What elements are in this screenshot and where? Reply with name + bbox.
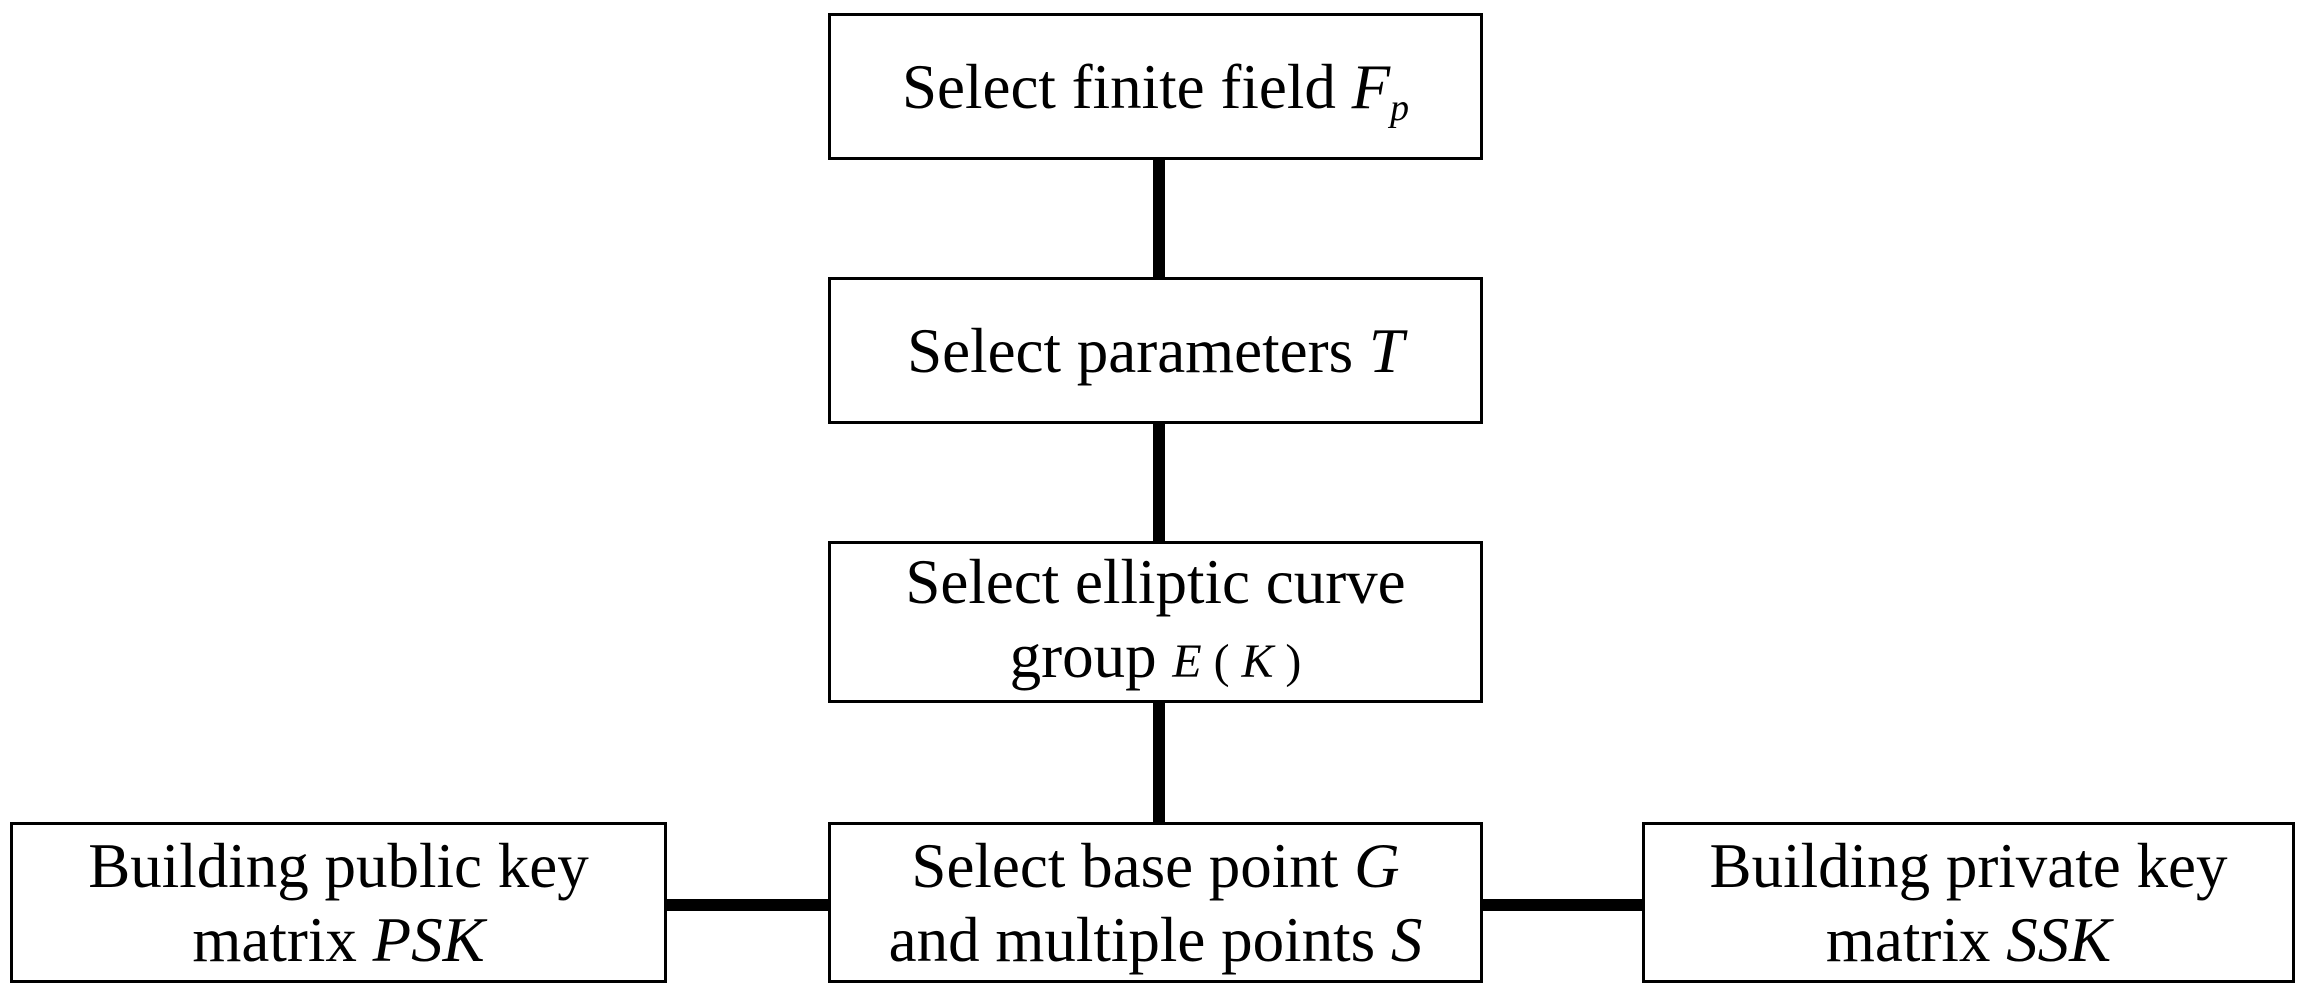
math-var-g: G — [1354, 830, 1400, 901]
paren-open: ( — [1213, 635, 1230, 688]
node-select-parameters: Select parameters T — [828, 277, 1483, 424]
connector-finite-field-to-parameters — [1153, 158, 1165, 279]
paren-close: ) — [1285, 635, 1302, 688]
node-building-public-key-matrix: Building public key matrix PSK — [10, 822, 667, 983]
label-text: Building public key — [88, 830, 589, 901]
math-var-k: K — [1241, 635, 1274, 688]
node-elliptic-line1: Select elliptic curve — [905, 545, 1405, 619]
label-text: Select parameters — [907, 315, 1354, 386]
math-var-psk: PSK — [372, 904, 485, 975]
node-public-key-line1: Building public key — [88, 829, 588, 903]
node-base-point-line1: Select base point G — [911, 829, 1399, 903]
math-subscript-p: p — [1390, 87, 1409, 130]
connector-public-key-to-base-point — [665, 899, 830, 911]
node-public-key-line2: matrix PSK — [192, 903, 484, 977]
connector-parameters-to-elliptic-curve — [1153, 422, 1165, 543]
label-text: matrix — [1825, 904, 1991, 975]
node-select-finite-field-label: Select finite field Fp — [902, 50, 1409, 128]
node-select-parameters-label: Select parameters T — [907, 314, 1404, 388]
node-select-base-point: Select base point G and multiple points … — [828, 822, 1483, 983]
node-base-point-line2: and multiple points S — [889, 903, 1423, 977]
label-text: matrix — [192, 904, 357, 975]
node-private-key-line2: matrix SSK — [1826, 903, 2111, 977]
label-text: group — [1009, 621, 1157, 691]
math-var-ssk: SSK — [2006, 904, 2112, 975]
math-var-s: S — [1390, 904, 1423, 975]
label-text: and multiple points — [888, 904, 1376, 975]
node-select-elliptic-curve-group: Select elliptic curve group E ( K ) — [828, 541, 1483, 703]
connector-elliptic-curve-to-base-point — [1153, 701, 1165, 824]
label-text: Select elliptic curve — [905, 547, 1406, 617]
node-building-private-key-matrix: Building private key matrix SSK — [1642, 822, 2295, 983]
math-expression-ek: E ( K ) — [1172, 635, 1301, 688]
label-text: Select finite field — [902, 51, 1336, 122]
label-text: Building private key — [1709, 830, 2228, 901]
node-elliptic-line2: group E ( K ) — [1010, 619, 1302, 699]
node-select-finite-field: Select finite field Fp — [828, 13, 1483, 160]
label-text: Select base point — [911, 830, 1339, 901]
math-var-f: F — [1351, 51, 1391, 122]
node-private-key-line1: Building private key — [1710, 829, 2228, 903]
connector-base-point-to-private-key — [1481, 899, 1644, 911]
math-var-t: T — [1368, 315, 1404, 386]
math-var-e: E — [1172, 635, 1202, 688]
